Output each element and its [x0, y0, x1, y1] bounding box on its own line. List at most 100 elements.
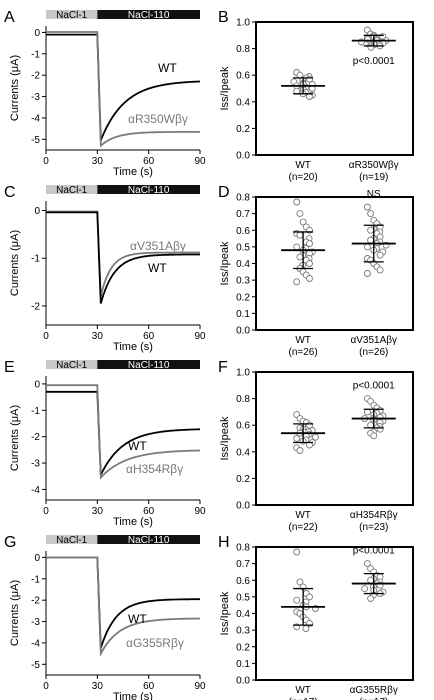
curve-label: αG355Rβγ [126, 636, 184, 650]
y-tick-label: 0.0 [236, 501, 250, 512]
x-tick-label: 60 [143, 331, 155, 342]
y-tick-label: -5 [31, 660, 40, 671]
y-axis-label: Iss/Ipeak [219, 591, 231, 636]
y-tick-label: 0 [34, 553, 40, 564]
y-tick-label: 0.7 [236, 559, 250, 570]
x-tick-label: 90 [194, 681, 206, 692]
bar-high-salt [97, 185, 200, 194]
category-n: (n=26) [289, 347, 318, 358]
y-tick-label: -1 [31, 574, 40, 585]
y-tick-label: 0.0 [236, 326, 250, 337]
y-tick-label: -4 [31, 485, 40, 496]
category-label: αR350Wβγ [349, 160, 399, 171]
y-tick-label: 0.8 [236, 44, 250, 55]
bar-high-salt [97, 10, 200, 19]
significance-label: p<0.0001 [353, 546, 395, 557]
data-point [367, 595, 375, 602]
y-tick-label: -3 [31, 459, 40, 470]
y-tick-label: -2 [31, 71, 40, 82]
data-point [293, 278, 301, 286]
y-tick-label: 0.4 [236, 447, 250, 458]
category-label: αG355Rβγ [350, 685, 398, 696]
y-axis-label: Currents (μA) [9, 405, 21, 471]
data-point [306, 275, 313, 282]
y-tick-label: 0 [34, 28, 40, 39]
scatter-panel-b: B0.00.20.40.60.81.0Iss/IpeakWT(n=20)αR35… [218, 9, 414, 183]
x-tick-label: 0 [43, 681, 49, 692]
category-label: αH354Rβγ [350, 510, 398, 521]
category-label: WT [295, 335, 311, 346]
y-tick-label: -2 [31, 301, 40, 312]
x-axis-label: Time (s) [113, 691, 153, 700]
data-point [376, 425, 384, 433]
curve-label: αR350Wβγ [128, 112, 188, 126]
x-tick-label: 30 [92, 506, 104, 517]
data-point [299, 218, 307, 226]
panel-letter: C [4, 184, 16, 201]
scatter-panel-f: F0.00.20.40.60.81.0Iss/IpeakWT(n=22)αH35… [218, 359, 414, 533]
panel-letter: A [4, 9, 15, 26]
y-tick-label: 0.6 [236, 576, 250, 587]
y-tick-label: 0.0 [236, 151, 250, 162]
y-tick-label: -1 [31, 49, 40, 60]
y-tick-label: 0.6 [236, 71, 250, 82]
data-point [363, 203, 371, 211]
curve-label: WT [148, 261, 167, 275]
data-point [296, 231, 304, 239]
y-axis-label: Currents (μA) [9, 55, 21, 121]
trace-line-b [46, 211, 200, 304]
data-point [306, 593, 313, 601]
category-n: (n=20) [289, 172, 318, 183]
panel-letter: G [4, 534, 16, 551]
scatter-panel-d: D0.00.10.20.30.40.50.60.70.8Iss/IpeakWT(… [218, 184, 414, 358]
significance-label: p<0.0001 [353, 56, 395, 67]
y-tick-label: -4 [31, 113, 40, 124]
data-point [296, 253, 304, 261]
y-axis-label: Currents (μA) [9, 230, 21, 296]
y-tick-label: 0.3 [236, 626, 250, 637]
x-tick-label: 0 [43, 156, 49, 167]
y-axis-label: Iss/Ipeak [219, 241, 231, 286]
curve-label: αV351Aβγ [130, 239, 186, 253]
panel-letter: B [218, 9, 229, 26]
curve-label: αH354Rβγ [126, 462, 183, 476]
panel-letter: D [218, 184, 230, 201]
data-point [312, 433, 319, 441]
bar-label-low: NaCl-1 [56, 535, 88, 546]
trace-line-a [46, 556, 200, 649]
category-n: (n=26) [359, 347, 388, 358]
data-point [296, 210, 304, 218]
panel-letter: F [218, 359, 228, 376]
data-point [293, 435, 301, 442]
data-point [367, 226, 375, 234]
bar-low-salt [46, 535, 98, 544]
data-point [306, 240, 313, 248]
x-axis-label: Time (s) [113, 516, 153, 528]
plot-frame [255, 546, 414, 681]
y-tick-label: 0.8 [236, 193, 250, 204]
y-tick-label: 0.8 [236, 543, 250, 554]
trace-line-b [46, 556, 200, 657]
category-label: WT [295, 510, 311, 521]
data-point [363, 243, 371, 251]
y-tick-label: 0.8 [236, 394, 250, 405]
y-tick-label: 1.0 [236, 18, 250, 29]
category-n: (n=19) [359, 172, 388, 183]
significance-label: NS [367, 189, 381, 200]
bar-label-high: NaCl-110 [128, 185, 170, 196]
y-tick-label: 0 [34, 379, 40, 390]
y-tick-label: -3 [31, 92, 40, 103]
plot-frame [255, 196, 414, 331]
data-point [293, 243, 301, 251]
bar-high-salt [97, 535, 200, 544]
data-point [367, 236, 375, 244]
y-axis-label: Currents (μA) [9, 580, 21, 646]
y-tick-label: -4 [31, 638, 40, 649]
y-tick-label: 0.2 [236, 474, 250, 485]
y-tick-label: 0.5 [236, 242, 250, 253]
x-tick-label: 30 [92, 331, 104, 342]
x-tick-label: 0 [43, 331, 49, 342]
